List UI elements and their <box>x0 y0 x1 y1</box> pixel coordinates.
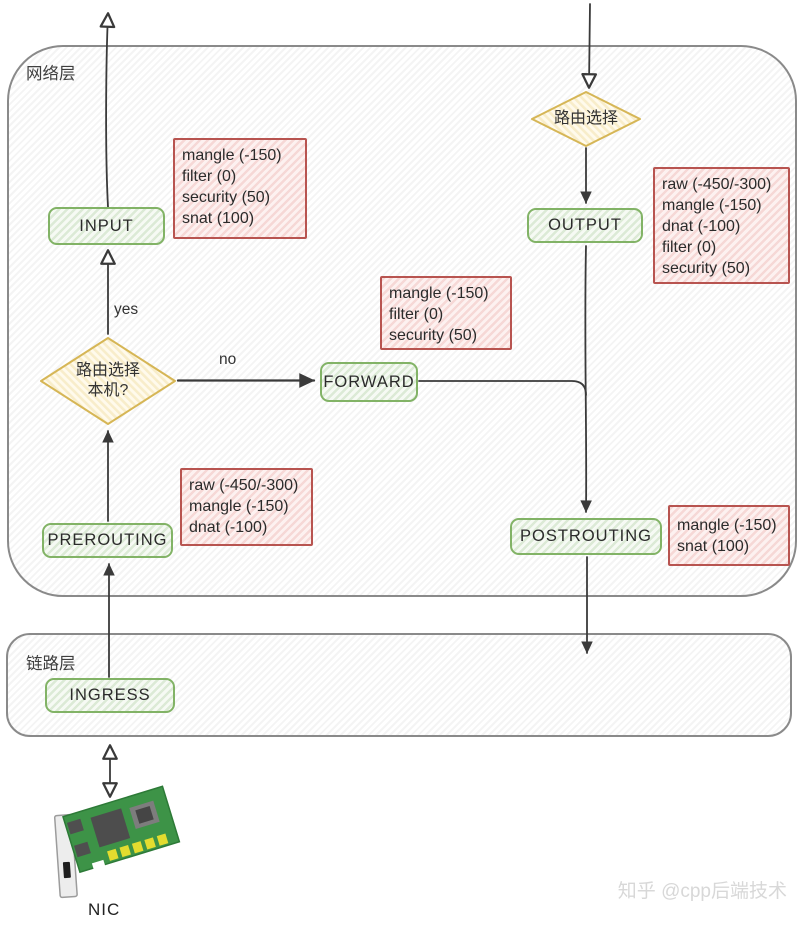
output-tables-box: raw (-450/-300) mangle (-150) dnat (-100… <box>653 167 790 284</box>
prerouting-tables-box: raw (-450/-300) mangle (-150) dnat (-100… <box>180 468 313 546</box>
routing-decision-label: 路由选择 <box>553 110 618 127</box>
forward-tables-box: mangle (-150) filter (0) security (50) <box>380 276 512 350</box>
link-layer-label: 链路层 <box>26 655 76 673</box>
node-ingress: INGRESS <box>45 678 175 713</box>
nic-image <box>53 785 181 899</box>
watermark: 知乎 @cpp后端技术 <box>617 881 787 902</box>
edge-label-no: no <box>219 351 237 368</box>
routing-local-decision-label: 路由选择 本机? <box>75 362 140 399</box>
nic-label: NIC <box>88 900 121 919</box>
postrouting-tables-box: mangle (-150) snat (100) <box>668 505 790 566</box>
node-forward: FORWARD <box>320 362 418 402</box>
edge-label-yes: yes <box>114 301 139 318</box>
input-tables-box: mangle (-150) filter (0) security (50) s… <box>173 138 307 239</box>
network-layer-label: 网络层 <box>26 65 76 83</box>
node-postrouting: POSTROUTING <box>510 518 662 555</box>
node-prerouting: PREROUTING <box>42 523 173 558</box>
node-input: INPUT <box>48 207 165 245</box>
node-output: OUTPUT <box>527 208 643 243</box>
